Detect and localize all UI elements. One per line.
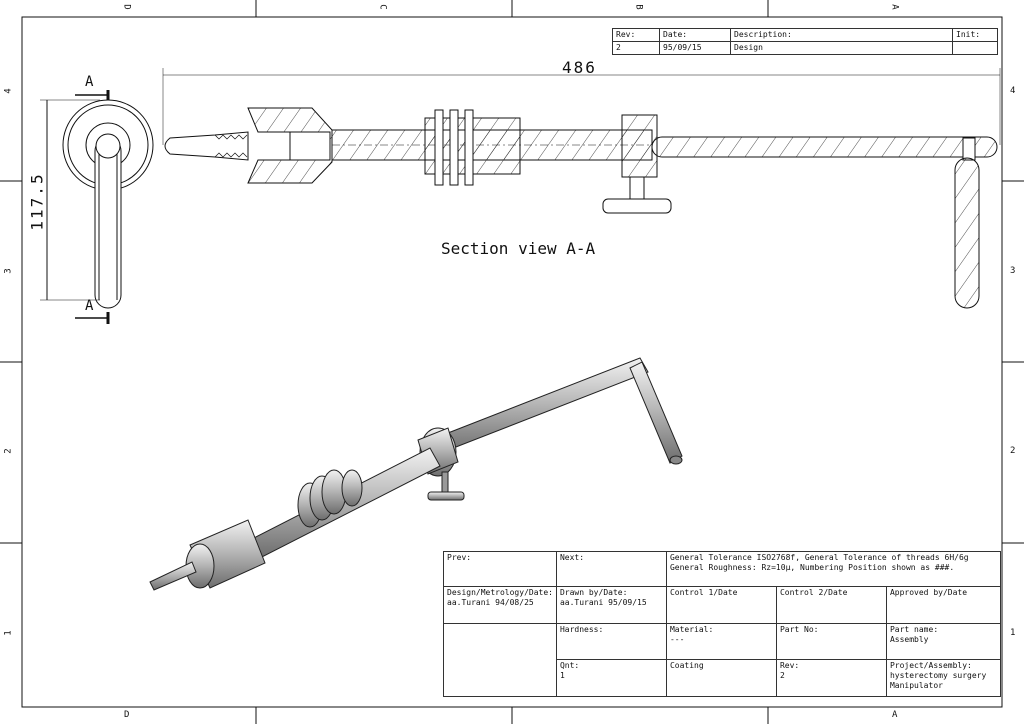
project-label: Project/Assembly:	[889, 660, 972, 670]
rev-cell: Rev: 2	[775, 658, 887, 698]
date-header: Date:	[659, 28, 731, 42]
drawn-cell: Drawn by/Date: aa.Turani 95/09/15	[555, 586, 667, 625]
zone-label-left-1: 1	[3, 630, 14, 636]
qnt-label: Qnt:	[559, 660, 580, 670]
part-no-cell: Part No:	[775, 623, 887, 660]
rev-header: Rev:	[612, 28, 660, 42]
part-name-label: Part name:	[889, 625, 939, 635]
zone-label-top-a: A	[889, 4, 900, 10]
section-view-caption: Section view A-A	[441, 239, 596, 258]
section-marker-bottom: A	[85, 298, 94, 314]
end-view	[40, 90, 154, 324]
rev-value: 2	[612, 41, 660, 55]
zone-label-left-2: 2	[3, 448, 14, 454]
tolerance-cell: General Tolerance ISO2768f, General Tole…	[665, 550, 1002, 588]
title-block: Prev: Next: General Tolerance ISO2768f, …	[443, 550, 1002, 698]
zone-label-left-3: 3	[3, 268, 14, 274]
zone-label-left-4: 4	[3, 88, 14, 94]
project-cell: Project/Assembly: hysterectomy surgery M…	[885, 658, 1002, 698]
date-value: 95/09/15	[659, 41, 731, 55]
coating-cell: Coating	[665, 658, 777, 698]
zone-label-top-b: B	[633, 4, 644, 10]
control2-cell: Control 2/Date	[775, 586, 887, 625]
prev-cell: Prev:	[443, 550, 557, 588]
rev-number: 2	[779, 670, 785, 680]
project-value: hysterectomy surgery Manipulator	[889, 670, 987, 690]
approved-cell: Approved by/Date	[885, 586, 1002, 625]
zone-label-top-d: D	[121, 4, 132, 10]
isometric-view	[149, 357, 683, 591]
qnt-cell: Qnt: 1	[555, 658, 667, 698]
zone-label-right-1: 1	[1010, 628, 1016, 638]
material-label: Material:	[669, 625, 714, 635]
design-value: aa.Turani 94/08/25	[447, 598, 534, 608]
material-value: ---	[669, 635, 685, 645]
control1-cell: Control 1/Date	[665, 586, 777, 625]
description-value: Design	[730, 41, 953, 55]
revision-table: Rev: Date: Description: Init: 2 95/09/15…	[612, 28, 998, 55]
zone-label-right-3: 3	[1010, 266, 1016, 276]
zone-label-top-c: C	[377, 4, 388, 10]
section-marker-top: A	[85, 74, 94, 90]
length-dimension: 486	[562, 58, 597, 77]
next-cell: Next:	[555, 550, 667, 588]
drawn-label: Drawn by/Date:	[559, 588, 628, 598]
design-label: Design/Metrology/Date:	[447, 588, 553, 598]
design-cell: Design/Metrology/Date: aa.Turani 94/08/2…	[443, 586, 557, 625]
rev-label: Rev:	[779, 660, 800, 670]
zone-label-bottom-a: A	[892, 710, 898, 720]
zone-label-right-4: 4	[1010, 86, 1016, 96]
section-view	[162, 68, 1001, 309]
init-header: Init:	[952, 28, 998, 42]
blank-cell	[443, 623, 557, 697]
material-cell: Material: ---	[665, 623, 777, 660]
height-dimension: 117.5	[27, 172, 47, 231]
drawn-value: aa.Turani 95/09/15	[559, 598, 647, 608]
part-name-cell: Part name: Assembly	[885, 623, 1002, 660]
part-name-value: Assembly	[889, 635, 929, 645]
init-value	[952, 41, 998, 55]
qnt-value: 1	[559, 670, 565, 680]
description-header: Description:	[730, 28, 953, 42]
zone-label-right-2: 2	[1010, 446, 1016, 456]
zone-label-bottom-d: D	[124, 710, 130, 720]
hardness-cell: Hardness:	[555, 623, 667, 660]
